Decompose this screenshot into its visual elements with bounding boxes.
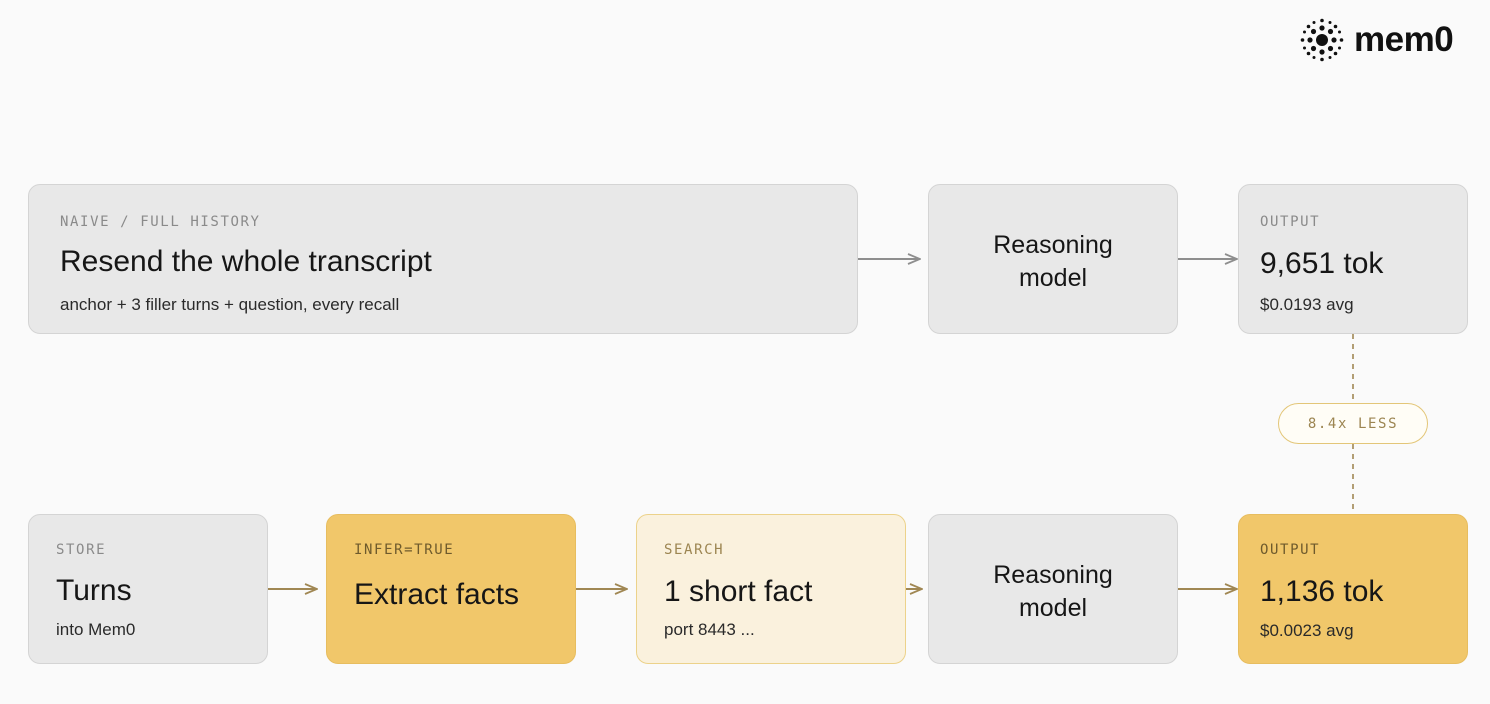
reasoning-model-box-bottom: Reasoning model: [928, 514, 1178, 664]
search-title: 1 short fact: [664, 575, 813, 608]
reduction-badge: 8.4x LESS: [1278, 403, 1428, 444]
logo-wordmark: mem0: [1354, 20, 1454, 59]
infer-label: INFER=TRUE: [354, 542, 455, 558]
model-title-line1: Reasoning: [993, 561, 1113, 589]
extract-facts-title: Extract facts: [354, 578, 520, 611]
naive-history-box: NAIVE / FULL HISTORY Resend the whole tr…: [28, 184, 858, 334]
output-token-count: 9,651 tok: [1260, 247, 1384, 280]
search-box: SEARCH 1 short fact port 8443 ...: [636, 514, 906, 664]
reasoning-model-box-top: Reasoning model: [928, 184, 1178, 334]
naive-subtitle: anchor + 3 filler turns + question, ever…: [60, 295, 400, 314]
store-subtitle: into Mem0: [56, 620, 136, 639]
naive-title: Resend the whole transcript: [60, 245, 432, 278]
output-label: OUTPUT: [1260, 542, 1321, 558]
store-title: Turns: [56, 574, 132, 607]
mem0-logo-icon: [1300, 18, 1344, 62]
output-cost: $0.0193 avg: [1260, 295, 1354, 314]
model-title-line2: model: [1018, 264, 1088, 292]
output-box-bottom: OUTPUT 1,136 tok $0.0023 avg: [1238, 514, 1468, 664]
output-label: OUTPUT: [1260, 214, 1321, 230]
search-subtitle: port 8443 ...: [664, 620, 755, 639]
output-box-top: OUTPUT 9,651 tok $0.0193 avg: [1238, 184, 1468, 334]
naive-label: NAIVE / FULL HISTORY: [60, 214, 261, 230]
output-token-count: 1,136 tok: [1260, 575, 1384, 608]
extract-facts-box: INFER=TRUE Extract facts: [326, 514, 576, 664]
model-title-line2: model: [1018, 594, 1088, 622]
mem0-logo: mem0: [1300, 18, 1454, 62]
search-label: SEARCH: [664, 542, 725, 558]
output-cost: $0.0023 avg: [1260, 621, 1354, 640]
store-label: STORE: [56, 542, 107, 558]
model-title-line1: Reasoning: [993, 231, 1113, 259]
store-box: STORE Turns into Mem0: [28, 514, 268, 664]
